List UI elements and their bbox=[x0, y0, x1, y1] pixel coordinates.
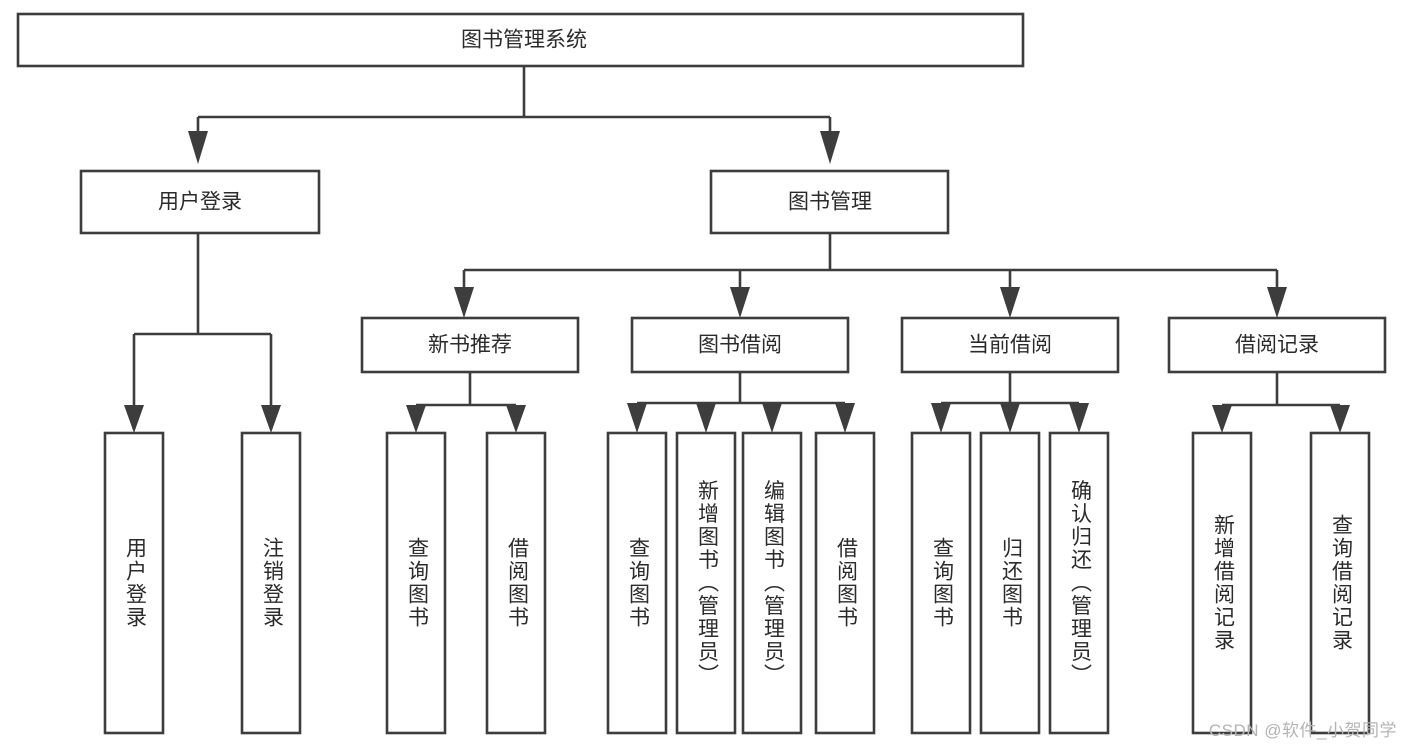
node-book-borrow-label: 图书借阅 bbox=[698, 334, 782, 357]
arrow-head-leaf-add-record bbox=[1212, 405, 1232, 433]
node-book-borrow[interactable]: 图书借阅 bbox=[630, 316, 850, 374]
node-leaf-add-book-box[interactable] bbox=[675, 431, 737, 735]
node-user-login[interactable]: 用户登录 bbox=[79, 169, 321, 235]
node-leaf-return-book[interactable]: 归还图书 bbox=[979, 431, 1041, 735]
node-leaf-query-book-1-box[interactable] bbox=[385, 431, 447, 735]
node-leaf-return-book-label: 归还图书 bbox=[999, 537, 1023, 629]
node-leaf-query-book-2[interactable]: 查询图书 bbox=[606, 431, 668, 735]
arrow-head-current-borrow bbox=[1000, 287, 1020, 318]
node-leaf-add-record-box[interactable] bbox=[1191, 431, 1253, 735]
node-leaf-edit-book-box[interactable] bbox=[741, 431, 803, 735]
node-leaf-user-logout-label: 注销登录 bbox=[260, 537, 284, 629]
node-leaf-user-logout[interactable]: 注销登录 bbox=[240, 431, 302, 735]
node-book-borrow-box[interactable] bbox=[630, 316, 850, 374]
arrow-head-book-management bbox=[820, 131, 840, 164]
arrow-head-leaf-borrow-book-2 bbox=[835, 403, 855, 433]
node-new-book-recommend-label: 新书推荐 bbox=[428, 334, 512, 357]
node-root[interactable]: 图书管理系统 bbox=[16, 12, 1025, 68]
node-borrow-record-label: 借阅记录 bbox=[1235, 334, 1319, 357]
arrow-head-leaf-borrow-book-1 bbox=[506, 405, 526, 433]
arrow-head-borrow-record bbox=[1267, 287, 1287, 318]
node-user-login-box[interactable] bbox=[79, 169, 321, 235]
node-leaf-query-book-3-label: 查询图书 bbox=[930, 537, 954, 629]
arrow-head-leaf-user-logout bbox=[261, 405, 281, 433]
arrow-head-new-book-recommend bbox=[454, 287, 474, 318]
node-leaf-query-record-box[interactable] bbox=[1309, 431, 1371, 735]
connector-group-borrow-record bbox=[1212, 372, 1350, 433]
node-leaf-borrow-book-2-label: 借阅图书 bbox=[834, 537, 858, 629]
node-book-management-box[interactable] bbox=[709, 169, 950, 235]
node-root-label: 图书管理系统 bbox=[461, 29, 587, 52]
node-user-login-label: 用户登录 bbox=[158, 191, 242, 214]
arrow-head-leaf-confirm-return bbox=[1069, 403, 1089, 433]
node-new-book-recommend[interactable]: 新书推荐 bbox=[360, 316, 580, 374]
node-new-book-recommend-box[interactable] bbox=[360, 316, 580, 374]
node-current-borrow[interactable]: 当前借阅 bbox=[900, 316, 1120, 374]
arrow-head-leaf-query-book-3 bbox=[931, 403, 951, 433]
connector-group-new-book-recommend bbox=[406, 372, 526, 433]
node-current-borrow-box[interactable] bbox=[900, 316, 1120, 374]
node-leaf-confirm-return-box[interactable] bbox=[1048, 431, 1110, 735]
node-leaf-query-book-2-box[interactable] bbox=[606, 431, 668, 735]
connector-group-current-borrow bbox=[931, 372, 1089, 433]
arrow-head-user-login bbox=[188, 131, 208, 164]
node-leaf-borrow-book-2[interactable]: 借阅图书 bbox=[814, 431, 876, 735]
node-leaf-query-book-3-box[interactable] bbox=[910, 431, 972, 735]
node-borrow-record[interactable]: 借阅记录 bbox=[1167, 316, 1387, 374]
node-leaf-borrow-book-1-box[interactable] bbox=[485, 431, 547, 735]
node-leaf-borrow-book-1-label: 借阅图书 bbox=[505, 537, 529, 629]
arrow-head-leaf-query-book-2 bbox=[627, 403, 647, 433]
node-leaf-query-book-2-label: 查询图书 bbox=[626, 537, 650, 629]
node-leaf-return-book-box[interactable] bbox=[979, 431, 1041, 735]
node-leaf-user-logout-box[interactable] bbox=[240, 431, 302, 735]
node-leaf-query-book-1-label: 查询图书 bbox=[405, 537, 429, 629]
node-leaf-borrow-book-2-box[interactable] bbox=[814, 431, 876, 735]
node-leaf-add-book[interactable]: 新增图书（管理员） bbox=[675, 431, 737, 735]
node-leaf-add-record[interactable]: 新增借阅记录 bbox=[1191, 431, 1253, 735]
node-leaf-add-record-label: 新增借阅记录 bbox=[1211, 514, 1235, 652]
node-leaf-edit-book[interactable]: 编辑图书（管理员） bbox=[741, 431, 803, 735]
node-leaf-query-record-label: 查询借阅记录 bbox=[1329, 514, 1353, 652]
node-root-box[interactable] bbox=[16, 12, 1025, 68]
arrow-head-leaf-return-book bbox=[1000, 403, 1020, 433]
connector-group-book-borrow bbox=[627, 372, 855, 433]
node-book-management-label: 图书管理 bbox=[788, 191, 872, 214]
node-leaf-query-record[interactable]: 查询借阅记录 bbox=[1309, 431, 1371, 735]
node-leaf-add-book-label: 新增图书（管理员） bbox=[695, 480, 719, 687]
node-leaf-user-login-box[interactable] bbox=[103, 431, 165, 735]
arrow-head-book-borrow bbox=[730, 287, 750, 318]
arrow-head-leaf-edit-book bbox=[762, 403, 782, 433]
node-leaf-user-login-label: 用户登录 bbox=[123, 537, 147, 629]
node-leaf-confirm-return-label: 确认归还（管理员） bbox=[1068, 480, 1092, 687]
node-leaf-user-login[interactable]: 用户登录 bbox=[103, 431, 165, 735]
node-borrow-record-box[interactable] bbox=[1167, 316, 1387, 374]
arrow-head-leaf-query-record bbox=[1330, 405, 1350, 433]
node-current-borrow-label: 当前借阅 bbox=[968, 334, 1052, 357]
arrow-head-leaf-user-login bbox=[124, 405, 144, 433]
arrow-head-leaf-add-book bbox=[696, 403, 716, 433]
connector-group-user-login bbox=[124, 233, 281, 433]
node-leaf-borrow-book-1[interactable]: 借阅图书 bbox=[485, 431, 547, 735]
watermark: CSDN @软件_小贺同学 bbox=[1208, 721, 1397, 740]
connector-group-book-management bbox=[454, 233, 1287, 318]
node-leaf-query-book-1[interactable]: 查询图书 bbox=[385, 431, 447, 735]
node-leaf-confirm-return[interactable]: 确认归还（管理员） bbox=[1048, 431, 1110, 735]
node-book-management[interactable]: 图书管理 bbox=[709, 169, 950, 235]
arrow-head-leaf-query-book-1 bbox=[406, 405, 426, 433]
node-leaf-query-book-3[interactable]: 查询图书 bbox=[910, 431, 972, 735]
connector-group-root bbox=[188, 66, 840, 164]
node-leaf-edit-book-label: 编辑图书（管理员） bbox=[761, 480, 785, 687]
